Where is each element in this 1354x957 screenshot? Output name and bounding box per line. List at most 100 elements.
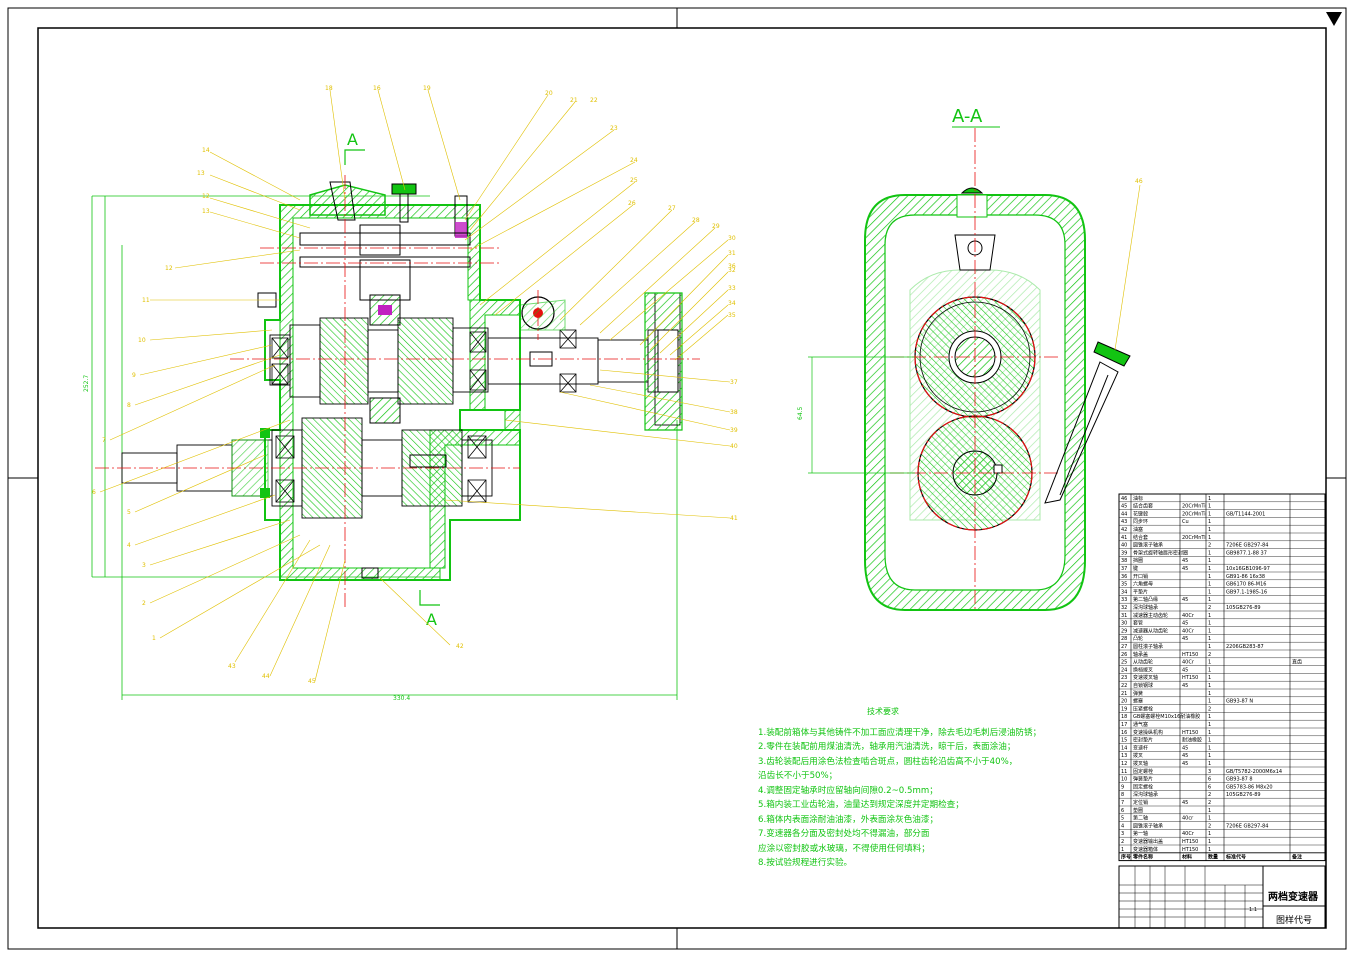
- balloon-right: 37: [730, 379, 738, 386]
- bom-cell: 105GB276-89: [1226, 605, 1261, 611]
- balloon-bottom: 42: [456, 643, 464, 650]
- bom-cell: 1: [1208, 527, 1211, 533]
- bom-cell: 40Cr: [1182, 613, 1195, 619]
- bom-cell: 45: [1182, 597, 1188, 603]
- balloon-bottom: 43: [228, 663, 236, 670]
- bom-cell: 第一轴: [1133, 830, 1148, 837]
- bom-cell: 40: [1121, 543, 1127, 549]
- balloon-top: 36: [728, 263, 736, 270]
- tech-line: 3.齿轮装配后用涂色法检查啮合斑点，圆柱齿轮沿齿高不小于40%，: [758, 756, 1018, 767]
- balloon-top: 21: [570, 97, 578, 104]
- bom-cell: 1: [1208, 738, 1211, 744]
- bom-cell: 变速拨叉轴: [1133, 674, 1158, 681]
- bom-cell: 弹簧垫片: [1133, 776, 1153, 783]
- bom-cell: HT150: [1182, 675, 1198, 681]
- bom-cell: 平垫片: [1133, 588, 1148, 595]
- bom-cell: 45: [1182, 558, 1188, 564]
- bom-cell: 14: [1121, 745, 1127, 751]
- balloon-top: 20: [545, 90, 553, 97]
- bom-cell: 变速器箱体: [1133, 846, 1158, 853]
- side-section-view: A-A 64.5: [797, 106, 1141, 612]
- dim-width: 330.4: [393, 695, 410, 702]
- bom-cell: 1: [1208, 589, 1211, 595]
- dim-center: 64.5: [797, 406, 804, 420]
- bom-cell: 1: [1208, 613, 1211, 619]
- balloon-top: 16: [373, 85, 381, 92]
- bom-cell: 深沟球轴承: [1133, 604, 1158, 611]
- bom-cell: 1: [1121, 847, 1124, 853]
- bom-cell: HT150: [1182, 847, 1198, 853]
- bom-cell: 40cr: [1182, 816, 1194, 822]
- bom-cell: 46: [1121, 496, 1127, 502]
- tech-title: 技术要求: [867, 707, 899, 716]
- balloon-left: 2: [142, 600, 146, 607]
- tech-line: 应涂以密封胶或水玻璃，不得使用任何填料；: [758, 843, 930, 854]
- balloon-top: 27: [668, 205, 676, 212]
- tech-line: 8.按试验规程进行实验。: [758, 858, 853, 868]
- bom-cell: 第二轴凸缘: [1133, 596, 1158, 603]
- balloon-top: 32: [728, 267, 736, 274]
- bom-cell: 1: [1208, 730, 1211, 736]
- bom-cell: 17: [1121, 722, 1127, 728]
- bom-cell: 19: [1121, 706, 1127, 712]
- bom-cell: 变速器输出盖: [1133, 838, 1163, 845]
- bom-cell: 深沟球轴承: [1133, 791, 1158, 798]
- side-view-title: A-A: [952, 106, 983, 127]
- bom-cell: GB97.1-1985-16: [1226, 589, 1267, 595]
- balloon-left: 1: [152, 635, 156, 642]
- bom-cell: 2: [1208, 652, 1211, 658]
- bom-cell: HT150: [1182, 652, 1198, 658]
- bom-cell: 1: [1208, 816, 1211, 822]
- bom-cell: 换档拨叉: [1133, 666, 1153, 673]
- bom-cell: 2: [1208, 706, 1211, 712]
- bom-cell: 10: [1121, 777, 1127, 783]
- tech-line: 6.箱体内表面涂耐油油漆，外表面涂灰色油漆；: [758, 814, 939, 825]
- bom-cell: 减速器从动齿轮: [1133, 627, 1168, 634]
- bom-cell: 34: [1121, 589, 1127, 595]
- bom-cell: 16: [1121, 730, 1127, 736]
- bom-cell: 1: [1208, 699, 1211, 705]
- balloon-top: 31: [728, 250, 736, 257]
- bom-cell: 24: [1121, 667, 1127, 673]
- bom-cell: 套管: [1133, 620, 1143, 627]
- bom-cell: 1: [1208, 839, 1211, 845]
- bom-cell: 40Cr: [1182, 660, 1195, 666]
- bom-cell: GB9877.1-88 37: [1226, 550, 1267, 556]
- bom-cell: 1: [1208, 504, 1211, 510]
- balloon-left: 13: [197, 170, 205, 177]
- bom-cell: GB/T1144-2001: [1226, 511, 1265, 517]
- bom-cell: 耐油橡胶: [1182, 737, 1202, 744]
- balloon-right: 39: [730, 427, 738, 434]
- bom-cell: 20CrMnTi: [1182, 535, 1206, 541]
- bom-header: 序号: [1120, 854, 1131, 861]
- bom-cell: 3: [1121, 831, 1124, 837]
- balloon-top: 19: [423, 85, 431, 92]
- section-mark-bottom: A: [426, 610, 437, 629]
- bom-cell: 1: [1208, 621, 1211, 627]
- bom-cell: 12: [1121, 761, 1127, 767]
- bom-cell: 1: [1208, 519, 1211, 525]
- bom-cell: 7206E GB297-84: [1226, 823, 1269, 829]
- bom-cell: 31: [1121, 613, 1127, 619]
- bom-cell: 45: [1182, 566, 1188, 572]
- bom-cell: 键: [1133, 565, 1138, 572]
- balloon-right: 40: [730, 443, 738, 450]
- balloon-left: 12: [165, 265, 173, 272]
- bom-cell: 1: [1208, 847, 1211, 853]
- bom-cell: 花键毂: [1133, 510, 1148, 517]
- bom-cell: 1: [1208, 511, 1211, 517]
- bom-cell: 45: [1182, 761, 1188, 767]
- bom-cell: 第二轴: [1133, 815, 1148, 822]
- bom-cell: 25: [1121, 660, 1127, 666]
- bom-cell: 直齿: [1292, 659, 1302, 666]
- bom-cell: 2: [1208, 800, 1211, 806]
- bom-cell: 7: [1121, 800, 1124, 806]
- bom-cell: 20: [1121, 699, 1127, 705]
- bom-cell: 1: [1208, 722, 1211, 728]
- bom-cell: 1: [1208, 636, 1211, 642]
- bom-cell: 41: [1121, 535, 1127, 541]
- bom-cell: 35: [1121, 582, 1127, 588]
- bom-cell: 自锁钢球: [1133, 682, 1153, 689]
- bom-cell: 4: [1121, 823, 1124, 829]
- bom-cell: HT150: [1182, 730, 1198, 736]
